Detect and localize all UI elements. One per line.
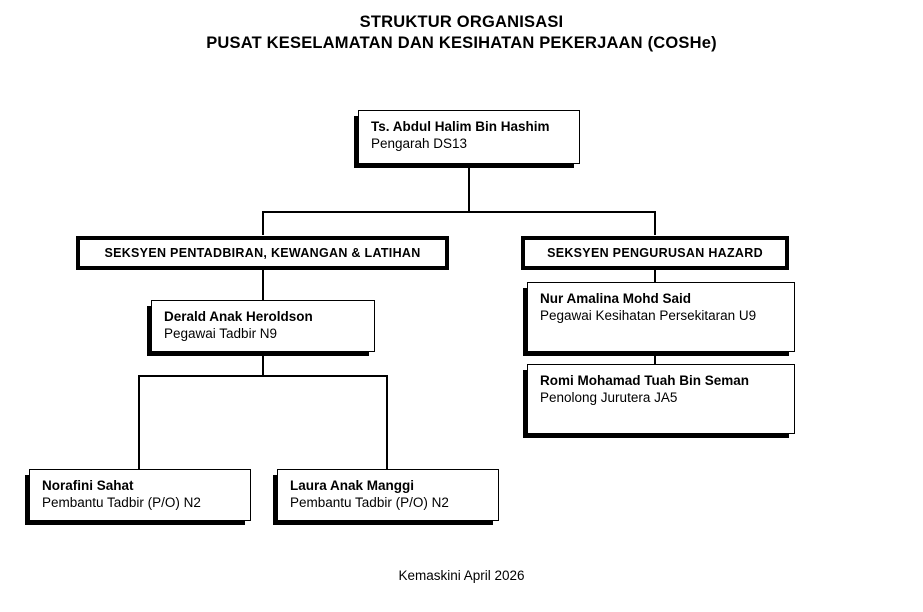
node-director-content: Ts. Abdul Halim Bin Hashim Pengarah DS13 (359, 111, 579, 160)
connector-pentadbiran-to-head (262, 270, 264, 300)
section-header-pentadbiran-label: SEKSYEN PENTADBIRAN, KEWANGAN & LATIHAN (104, 246, 421, 260)
node-admin-head-content: Derald Anak Heroldson Pegawai Tadbir N9 (152, 301, 374, 350)
node-director-name: Ts. Abdul Halim Bin Hashim (371, 119, 550, 134)
node-admin-staff-2-content: Laura Anak Manggi Pembantu Tadbir (P/O) … (278, 470, 498, 519)
node-admin-staff-2-role: Pembantu Tadbir (P/O) N2 (290, 495, 449, 510)
chart-title-line-1: STRUKTUR ORGANISASI (359, 13, 564, 31)
connector-section-right-drop (654, 211, 656, 235)
node-admin-head-role: Pegawai Tadbir N9 (164, 326, 278, 341)
connector-hazard-to-staff-1 (654, 270, 656, 282)
connector-section-left-drop (262, 211, 264, 235)
connector-staff-right-drop (386, 375, 388, 470)
node-admin-staff-1[interactable]: Norafini Sahat Pembantu Tadbir (P/O) N2 (29, 469, 251, 521)
node-hazard-staff-2-content: Romi Mohamad Tuah Bin Seman Penolong Jur… (528, 365, 794, 414)
section-header-pentadbiran[interactable]: SEKSYEN PENTADBIRAN, KEWANGAN & LATIHAN (76, 236, 449, 270)
node-director[interactable]: Ts. Abdul Halim Bin Hashim Pengarah DS13 (358, 110, 580, 164)
node-admin-staff-1-role: Pembantu Tadbir (P/O) N2 (42, 495, 201, 510)
node-hazard-staff-1[interactable]: Nur Amalina Mohd Said Pegawai Kesihatan … (527, 282, 795, 352)
node-hazard-staff-2[interactable]: Romi Mohamad Tuah Bin Seman Penolong Jur… (527, 364, 795, 434)
node-hazard-staff-2-name: Romi Mohamad Tuah Bin Seman (540, 373, 750, 388)
node-admin-staff-2[interactable]: Laura Anak Manggi Pembantu Tadbir (P/O) … (277, 469, 499, 521)
connector-sections-bar (262, 211, 656, 213)
node-hazard-staff-1-name: Nur Amalina Mohd Said (540, 291, 692, 306)
connector-staff-bar (138, 375, 388, 377)
node-admin-staff-1-content: Norafini Sahat Pembantu Tadbir (P/O) N2 (30, 470, 250, 519)
footer-updated-text: Kemaskini April 2026 (398, 568, 525, 583)
node-admin-staff-1-name: Norafini Sahat (42, 478, 134, 493)
connector-head-to-staff-stem (262, 354, 264, 376)
connector-staff-left-drop (138, 375, 140, 470)
connector-director-stem (468, 166, 470, 212)
connector-hazard-staff-1-to-2 (654, 352, 656, 364)
node-admin-head-name: Derald Anak Heroldson (164, 309, 313, 324)
node-admin-staff-2-name: Laura Anak Manggi (290, 478, 415, 493)
node-hazard-staff-1-role: Pegawai Kesihatan Persekitaran U9 (540, 308, 757, 323)
node-hazard-staff-2-role: Penolong Jurutera JA5 (540, 390, 678, 405)
node-director-role: Pengarah DS13 (371, 136, 468, 151)
section-header-hazard-label: SEKSYEN PENGURUSAN HAZARD (547, 246, 763, 260)
node-hazard-staff-1-content: Nur Amalina Mohd Said Pegawai Kesihatan … (528, 283, 794, 332)
chart-title-line-2: PUSAT KESELAMATAN DAN KESIHATAN PEKERJAA… (206, 34, 717, 52)
section-header-hazard[interactable]: SEKSYEN PENGURUSAN HAZARD (521, 236, 789, 270)
chart-title: STRUKTUR ORGANISASI PUSAT KESELAMATAN DA… (0, 12, 923, 54)
node-admin-head[interactable]: Derald Anak Heroldson Pegawai Tadbir N9 (151, 300, 375, 352)
